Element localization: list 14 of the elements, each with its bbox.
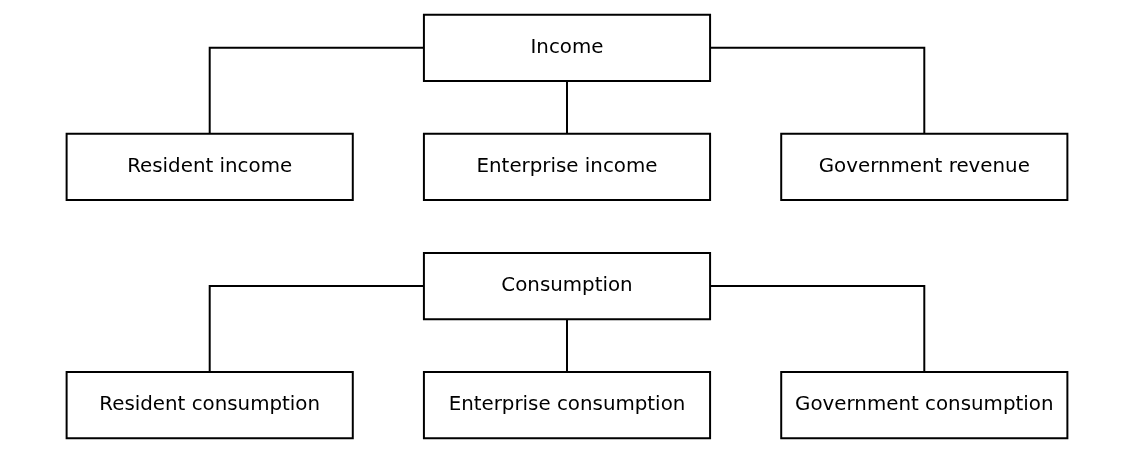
node-box: Enterprise consumption: [422, 371, 711, 440]
node-box: Income: [422, 13, 711, 82]
node-box: Government revenue: [779, 132, 1068, 201]
node-box: Resident income: [65, 132, 354, 201]
connector: [708, 46, 925, 135]
node-box: Consumption: [422, 252, 711, 321]
connector: [208, 46, 425, 135]
connector: [708, 285, 925, 373]
connector: [565, 318, 568, 373]
node-box: Government consumption: [779, 371, 1068, 440]
node-box: Enterprise income: [422, 132, 711, 201]
connector: [208, 285, 425, 373]
connector: [565, 80, 568, 135]
node-box: Resident consumption: [65, 371, 354, 440]
